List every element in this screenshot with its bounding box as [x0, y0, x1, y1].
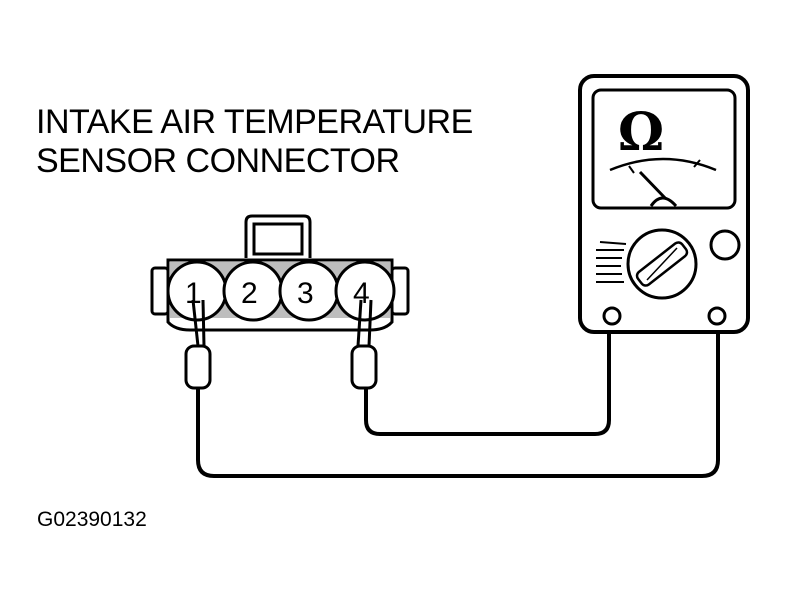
meter-terminal-com[interactable] — [602, 306, 622, 326]
diagram-title-line-1: INTAKE AIR TEMPERATURE — [36, 103, 473, 141]
pin-label-1: 1 — [185, 277, 202, 310]
probe-pin-4 — [350, 299, 378, 390]
pin-label-3: 3 — [297, 277, 314, 310]
pin-label-2: 2 — [241, 277, 258, 310]
lead-pin-4-to-meter — [364, 320, 611, 436]
range-selector-dial[interactable] — [626, 228, 698, 300]
figure-code: G02390132 — [37, 508, 147, 531]
dial-range-marks — [596, 241, 627, 283]
lead-pin-1-to-meter — [196, 320, 720, 478]
diagram-title-line-2: SENSOR CONNECTOR — [36, 142, 400, 180]
ohmmeter — [578, 74, 750, 334]
meter-terminal-ohm[interactable] — [707, 306, 727, 326]
test-leads — [196, 320, 720, 478]
sensor-connector — [150, 214, 410, 332]
connector-pin-cavity-4 — [334, 260, 396, 322]
pin-label-4: 4 — [353, 277, 370, 310]
ohm-symbol-icon: Ω — [618, 102, 664, 163]
meter-needle — [638, 170, 678, 208]
probe-pin-1 — [184, 299, 212, 390]
zero-adjust-knob[interactable] — [709, 229, 741, 261]
